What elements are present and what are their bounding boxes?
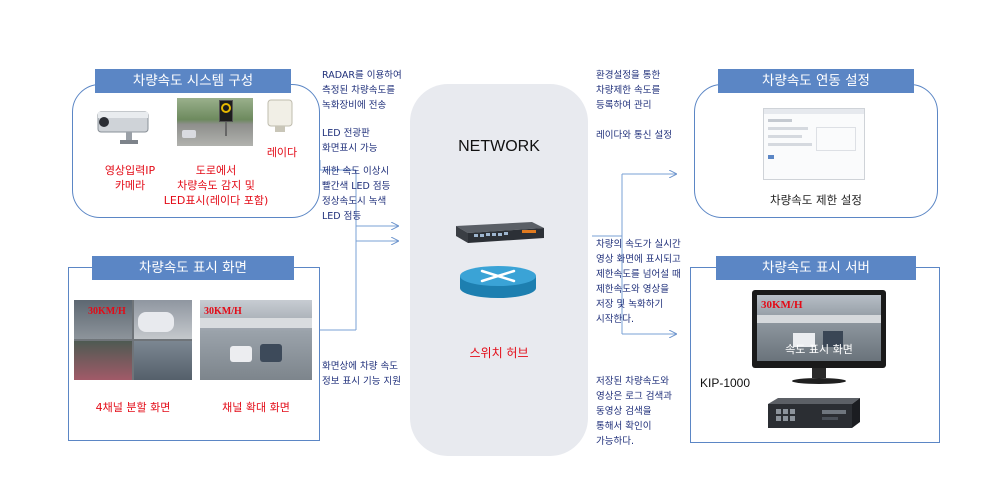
speed-display-title: 차량속도 표시 화면 bbox=[92, 256, 294, 280]
quad-split-screen: 30KM/H bbox=[74, 300, 192, 380]
line-top-left-out bbox=[319, 160, 356, 171]
camera-label: 영상입력IP 카메라 bbox=[104, 164, 156, 192]
road-led-sign-icon bbox=[177, 98, 253, 146]
monitor-caption: 속도 표시 화면 bbox=[785, 343, 853, 356]
quad-caption: 4채널 분할 화면 bbox=[95, 401, 171, 414]
router-icon bbox=[458, 260, 538, 300]
zoom-channel-screen: 30KM/H bbox=[200, 300, 312, 380]
ip-camera-icon bbox=[96, 110, 154, 146]
realtime-note: 차량의 속도가 실시간 영상 화면에 표시되고 제한속도를 넘어설 때 제한속도… bbox=[596, 239, 681, 325]
settings-screenshot bbox=[763, 108, 865, 180]
monitor-speed-overlay: 30KM/H bbox=[761, 299, 803, 311]
led-note: LED 전광판 화면표시 가능 bbox=[322, 128, 378, 154]
speed-link-settings-title: 차량속도 연동 설정 bbox=[718, 69, 914, 93]
speed-limit-caption: 차량속도 제한 설정 bbox=[770, 193, 862, 207]
zoom-speed-overlay: 30KM/H bbox=[204, 306, 242, 317]
server-model-label: KIP-1000 bbox=[700, 376, 751, 390]
radar-label: 레이다 bbox=[266, 146, 298, 159]
road-label: 도로에서 차량속도 감지 및 LED표시(레이다 포함) bbox=[163, 164, 269, 207]
env-note: 환경설정을 통한 차량제한 속도를 등록하여 관리 bbox=[596, 70, 661, 111]
limit-note: 제한 속도 이상시 빨간색 LED 점등 정상속도시 녹색 LED 점등 bbox=[322, 166, 391, 222]
screen-note: 화면상에 차량 속도 정보 표시 기능 지원 bbox=[322, 361, 401, 387]
nvr-recorder-icon bbox=[766, 396, 862, 432]
radar-note: RADAR를 이용하여 측정된 차량속도를 녹화장비에 전송 bbox=[322, 70, 402, 111]
switch-hub-label: 스위치 허브 bbox=[469, 346, 529, 360]
radar-comm-note: 레이다와 통신 설정 bbox=[596, 130, 672, 141]
monitor-icon: 30KM/H 속도 표시 화면 bbox=[752, 290, 886, 386]
search-note: 저장된 차량속도와 영상은 로그 검색과 동영상 검색을 통해서 확인이 가능하… bbox=[596, 376, 672, 447]
zoom-caption: 채널 확대 화면 bbox=[222, 401, 290, 414]
network-label: NETWORK bbox=[458, 138, 540, 155]
quad-speed-overlay: 30KM/H bbox=[88, 306, 126, 317]
radar-sensor-icon bbox=[264, 98, 296, 136]
network-switch-icon bbox=[452, 218, 546, 246]
system-config-title: 차량속도 시스템 구성 bbox=[95, 69, 291, 93]
speed-server-title: 차량속도 표시 서버 bbox=[716, 256, 916, 280]
